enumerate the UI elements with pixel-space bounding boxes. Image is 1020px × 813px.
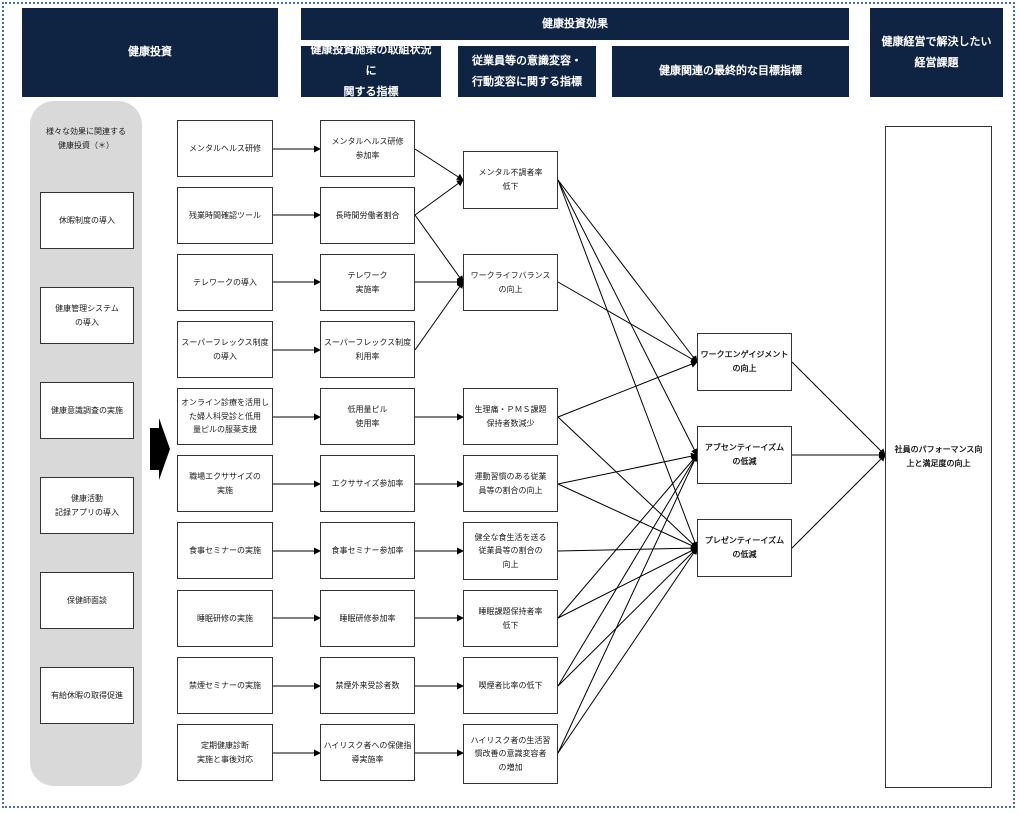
investment-item: 健康活動 記録アプリの導入 (40, 477, 134, 534)
behavior-box: 睡眠課題保持者率 低下 (463, 590, 558, 647)
measure-box: 睡眠研修の実施 (177, 590, 273, 647)
measure-box: スーパーフレックス制度 の導入 (177, 321, 273, 378)
measure-box: オンライン診療を活用し た婦人科受診と低用 量ピルの服薬支援 (177, 388, 273, 445)
behavior-box: 運動習慣のある従業 員等の割合の向上 (463, 455, 558, 512)
measure-box: 職場エクササイズの 実施 (177, 455, 273, 512)
indicator-box: 禁煙外来受診者数 (320, 657, 415, 714)
header-measures: 健康投資施策の取組状況に 関する指標 (301, 43, 441, 98)
indicator-box: 長時間労働者割合 (320, 187, 415, 244)
behavior-box: ハイリスク者の生活習 慣改善の意識変容者 の増加 (463, 724, 558, 784)
goal-box: プレゼンティーイズム の低減 (697, 519, 792, 577)
flow-arrow-icon (150, 418, 170, 480)
management-issue-box: 社員のパフォーマンス向 上と満足度の向上 (885, 126, 992, 788)
behavior-box: ワークライフバランス の向上 (463, 254, 558, 311)
header-effect: 健康投資効果 (301, 8, 849, 40)
investment-item: 健康管理システム の導入 (40, 287, 134, 344)
investment-item: 健康意識調査の実施 (40, 382, 134, 439)
measure-box: 食事セミナーの実施 (177, 522, 273, 579)
measure-box: テレワークの導入 (177, 254, 273, 311)
indicator-box: 睡眠研修参加率 (320, 590, 415, 647)
indicator-box: 食事セミナー参加率 (320, 522, 415, 579)
behavior-box: 生理痛・ＰＭＳ課題 保持者数減少 (463, 388, 558, 445)
investment-item: 休暇制度の導入 (40, 192, 134, 249)
indicator-box: テレワーク 実施率 (320, 254, 415, 311)
indicator-box: メンタルヘルス研修 参加率 (320, 120, 415, 177)
investment-item: 保健師面談 (40, 572, 134, 629)
header-final-goal: 健康関連の最終的な目標指標 (612, 46, 849, 97)
goal-box: ワークエンゲイジメント の向上 (697, 333, 792, 391)
investment-caption: 様々な効果に関連する 健康投資（＊） (46, 127, 126, 151)
investment-item: 有給休暇の取得促進 (40, 667, 134, 724)
header-investment: 健康投資 (22, 8, 278, 97)
measure-box: 禁煙セミナーの実施 (177, 657, 273, 714)
header-management-issue: 健康経営で解決したい 経営課題 (870, 8, 1003, 97)
behavior-box: メンタル不調者率 低下 (463, 151, 558, 209)
indicator-box: スーパーフレックス制度 利用率 (320, 321, 415, 378)
indicator-box: 低用量ピル 使用率 (320, 388, 415, 445)
goal-box: アブセンティーイズム の低減 (697, 426, 792, 484)
header-awareness: 従業員等の意識変容・ 行動変容に関する指標 (458, 46, 596, 97)
measure-box: 定期健康診断 実施と事後対応 (177, 724, 273, 781)
indicator-box: ハイリスク者への保健指 導実施率 (320, 724, 415, 781)
behavior-box: 喫煙者比率の低下 (463, 657, 558, 714)
behavior-box: 健全な食生活を送る 従業員等の割合の 向上 (463, 522, 558, 580)
measure-box: 残業時間確認ツール (177, 187, 273, 244)
indicator-box: エクササイズ参加率 (320, 455, 415, 512)
measure-box: メンタルヘルス研修 (177, 120, 273, 177)
